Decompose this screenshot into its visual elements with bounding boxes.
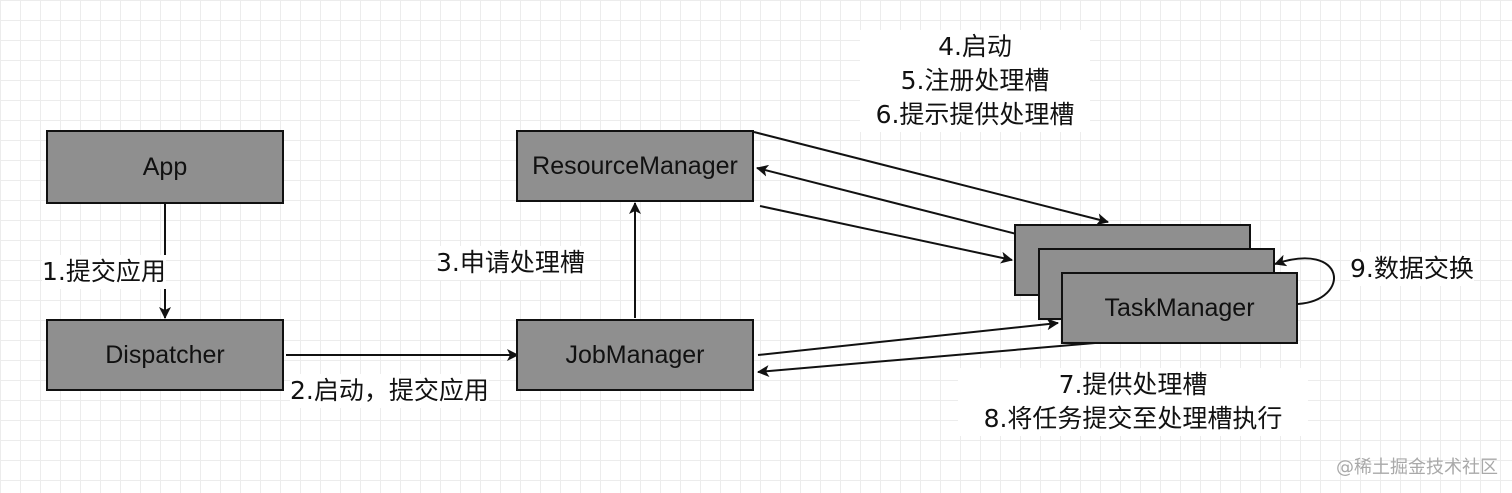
edge-taskmanager-to-jobmanager: [757, 342, 1096, 378]
jobmanager-node: JobManager: [516, 319, 754, 391]
label-data-exchange: 9.数据交换: [1350, 252, 1474, 286]
label-provide-slots: 7.提供处理槽: [1058, 370, 1208, 399]
label-jm-tm-group: 7.提供处理槽 8.将任务提交至处理槽执行: [958, 368, 1308, 436]
label-submit-app: 1.提交应用: [42, 255, 166, 289]
edge-jobmanager-to-taskmanager: [757, 318, 1059, 356]
label-rm-tm-group: 4.启动 5.注册处理槽 6.提示提供处理槽: [860, 30, 1090, 132]
jobmanager-node-label: JobManager: [565, 340, 705, 369]
app-node: App: [46, 130, 284, 204]
resourcemanager-node-label: ResourceManager: [532, 151, 738, 180]
edge-taskmanager-self-loop: [1274, 254, 1335, 305]
edge-taskmanager-to-resourcemanager: [756, 164, 1041, 241]
edge-resourcemanager-to-taskmanager-bottom: [759, 205, 1013, 264]
label-request-slots: 3.申请处理槽: [436, 246, 585, 280]
taskmanager-node: TaskManager: [1061, 272, 1298, 344]
label-start: 4.启动: [938, 32, 1012, 61]
label-submit-tasks: 8.将任务提交至处理槽执行: [983, 404, 1283, 433]
resourcemanager-node: ResourceManager: [516, 130, 754, 202]
dispatcher-node: Dispatcher: [46, 319, 284, 391]
dispatcher-node-label: Dispatcher: [105, 340, 225, 369]
watermark: @稀土掘金技术社区: [1336, 457, 1498, 478]
label-offer-slots-hint: 6.提示提供处理槽: [875, 100, 1075, 129]
app-node-label: App: [142, 152, 188, 181]
edge-resourcemanager-to-taskmanager-top: [753, 131, 1109, 226]
label-register-slots: 5.注册处理槽: [900, 66, 1050, 95]
label-start-submit: 2.启动，提交应用: [290, 374, 489, 408]
taskmanager-node-label: TaskManager: [1104, 293, 1255, 322]
